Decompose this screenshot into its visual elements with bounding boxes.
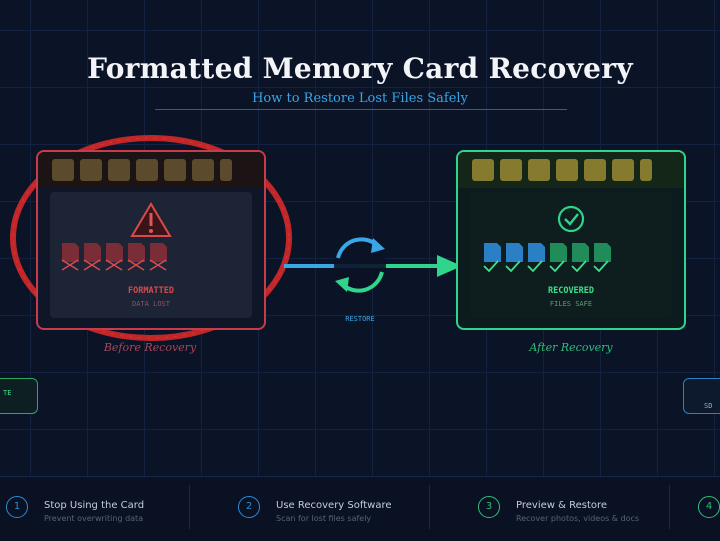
card-panel: FORMATTED DATA LOST — [50, 192, 252, 318]
before-state-sub: DATA LOST — [132, 300, 170, 308]
step-divider — [429, 485, 430, 529]
step-divider — [669, 485, 670, 529]
contact-pin — [192, 159, 214, 181]
before-graphics — [61, 202, 172, 271]
card-contacts — [458, 152, 684, 188]
contact-pin — [500, 159, 522, 181]
contact-pin — [136, 159, 158, 181]
step-title: Use Recovery Software — [276, 500, 392, 511]
side-badge-right: SD — [683, 378, 720, 414]
check-icon — [483, 260, 609, 273]
after-state-sub: FILES SAFE — [549, 300, 593, 308]
contact-pin — [612, 159, 634, 181]
after-caption: After Recovery — [529, 341, 613, 354]
side-badge-right-text: SD — [704, 402, 713, 410]
step-desc: Scan for lost files safely — [276, 514, 372, 523]
warning-icon — [130, 202, 172, 237]
contact-pin — [164, 159, 186, 181]
step-number: 4 — [698, 496, 720, 518]
contact-pin — [640, 159, 652, 181]
before-memory-card: FORMATTED DATA LOST — [36, 150, 266, 330]
title-divider — [155, 109, 567, 110]
page-subtitle: How to Restore Lost Files Safely — [252, 91, 468, 106]
contact-pin — [108, 159, 130, 181]
check-circle-icon — [557, 205, 585, 233]
contact-pin — [220, 159, 232, 181]
before-caption: Before Recovery — [103, 341, 197, 354]
contact-pin — [556, 159, 578, 181]
side-badge-left: TE — [0, 378, 38, 414]
step-number: 2 — [238, 496, 260, 518]
contact-pin — [528, 159, 550, 181]
contact-pin — [584, 159, 606, 181]
step-number: 1 — [6, 496, 28, 518]
step-title: Preview & Restore — [516, 500, 608, 511]
after-graphics — [483, 205, 611, 273]
contact-pin — [472, 159, 494, 181]
card-contacts — [38, 152, 264, 188]
restore-label: RESTORE — [345, 315, 375, 323]
page-title: Formatted Memory Card Recovery — [87, 52, 633, 85]
step-title: Stop Using the Card — [44, 500, 145, 511]
contact-pin — [80, 159, 102, 181]
side-badge-left-text: TE — [3, 389, 12, 397]
file-icon — [484, 243, 611, 262]
corrupted-file-icon — [61, 243, 167, 271]
after-memory-card: RECOVERED FILES SAFE — [456, 150, 686, 330]
step-number: 3 — [478, 496, 500, 518]
after-state-label: RECOVERED — [547, 286, 595, 296]
step-desc: Prevent overwriting data — [44, 514, 144, 523]
step-divider — [189, 485, 190, 529]
before-state-label: FORMATTED — [127, 286, 175, 296]
step-desc: Recover photos, videos & docs — [516, 514, 640, 523]
contact-pin — [52, 159, 74, 181]
steps-bar: 1 Stop Using the Card Prevent overwritin… — [0, 476, 720, 541]
card-panel: RECOVERED FILES SAFE — [470, 192, 672, 318]
